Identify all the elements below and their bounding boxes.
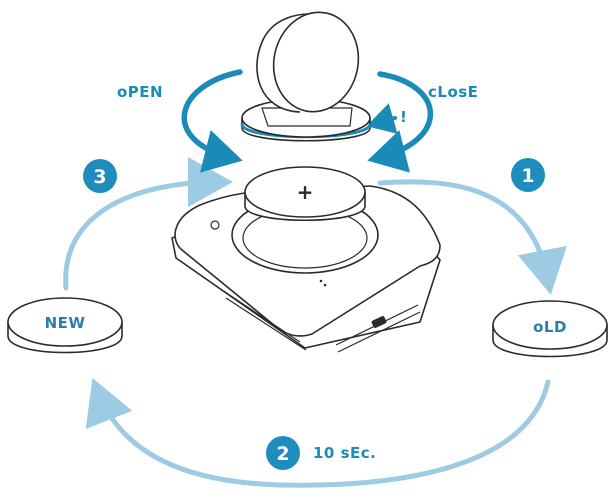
arrow-close [367, 71, 434, 173]
arrow-warning [366, 103, 398, 134]
coin-standing [256, 11, 360, 113]
duration-label: 10 sEc. [313, 444, 376, 462]
new-battery: NEW [7, 297, 123, 354]
warning-mark: ! [400, 108, 407, 126]
svg-text:3: 3 [93, 166, 106, 188]
step-badge-1: 1 [511, 158, 545, 192]
svg-text:2: 2 [276, 443, 289, 465]
open-label: oPEN [117, 83, 163, 101]
svg-text:1: 1 [521, 165, 534, 187]
step-badge-3: 3 [83, 159, 117, 193]
close-label: cLosE [428, 83, 478, 101]
arrow-open [181, 69, 243, 173]
arrow-step2-old-to-new [85, 378, 551, 488]
old-label: oLD [533, 318, 567, 336]
battery-cover [240, 98, 372, 142]
step-badge-2: 2 [266, 436, 300, 470]
coin-on-device [244, 166, 366, 218]
new-label: NEW [45, 314, 86, 332]
old-battery: oLD [492, 300, 608, 358]
arrow-step1-to-old [377, 179, 567, 295]
plus-mark: + [297, 180, 314, 204]
arrow-step3-new-to-device [63, 157, 233, 291]
